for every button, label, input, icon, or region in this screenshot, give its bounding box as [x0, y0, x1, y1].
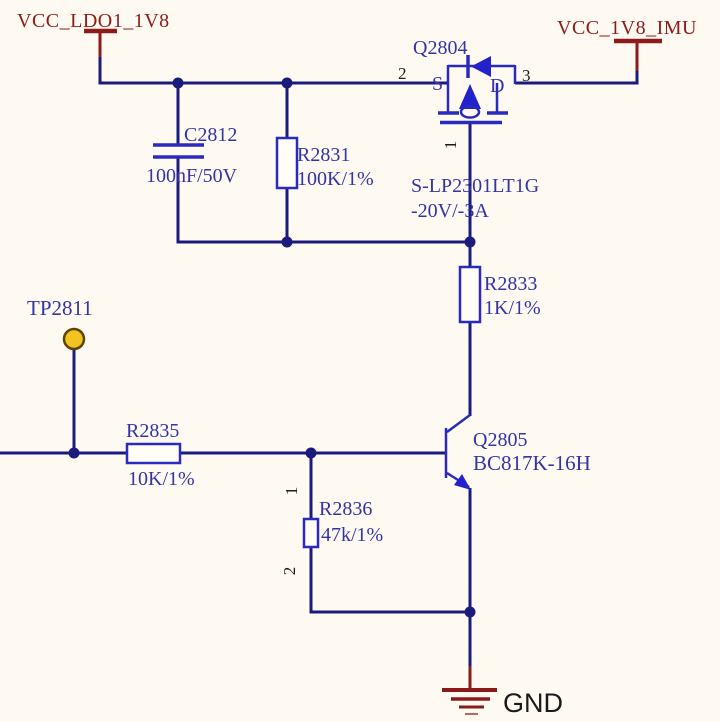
net-label-vcc-1v8-imu: VCC_1V8_IMU — [557, 17, 697, 39]
r2836-pin2-number: 2 — [280, 567, 299, 576]
junction-dot — [172, 77, 184, 89]
q2804-source-label: S — [432, 73, 443, 95]
c2812-value: 100nF/50V — [146, 165, 238, 187]
resistor-r2833: R2833 1K/1% — [458, 265, 541, 324]
transistor-collector-leg — [446, 413, 471, 434]
q2804-drain-label: D — [490, 75, 504, 97]
junction-dot — [281, 77, 293, 89]
q2804-pin3-number: 3 — [522, 66, 531, 85]
junction-dot — [305, 447, 317, 459]
r2831-refdes: R2831 — [297, 144, 350, 166]
ground-symbol: GND — [442, 666, 563, 718]
junction-dot — [464, 606, 476, 618]
r2835-value: 10K/1% — [128, 468, 195, 490]
resistor-body-icon — [302, 517, 320, 549]
r2833-refdes: R2833 — [484, 273, 537, 295]
junction-dots — [68, 77, 476, 618]
testpoint-pad-icon — [62, 327, 86, 351]
wire-net-vcc-in — [98, 57, 448, 85]
net-label-vcc-ldo1-1v8: VCC_LDO1_1V8 — [17, 10, 170, 32]
r2833-value: 1K/1% — [484, 297, 541, 319]
resistor-r2836: 1 2 R2836 47k/1% — [280, 487, 383, 576]
r2836-value: 47k/1% — [321, 524, 383, 546]
wire-net-base — [0, 348, 445, 519]
q2804-pin2-number: 2 — [398, 64, 407, 83]
gnd-label: GND — [503, 688, 563, 718]
transistor-q2805: Q2805 BC817K-16H — [444, 413, 591, 490]
q2804-pin1-number: 1 — [441, 141, 460, 150]
body-diode-icon — [471, 56, 491, 77]
q2804-refdes: Q2804 — [413, 37, 467, 59]
q2805-refdes: Q2805 — [473, 429, 527, 451]
r2836-refdes: R2836 — [319, 498, 372, 520]
substrate-arrow-icon — [459, 84, 481, 109]
wire-net-emitter-gnd — [309, 488, 472, 668]
power-port-vcc-ldo1-1v8: VCC_LDO1_1V8 — [17, 10, 170, 58]
mosfet-bulk-dot-icon — [459, 105, 481, 119]
r2836-pin1-number: 1 — [282, 487, 301, 496]
junction-dot — [464, 236, 476, 248]
q2804-part-number: S-LP2301LT1G — [411, 175, 539, 197]
r2835-refdes: R2835 — [126, 420, 179, 442]
q2804-rating: -20V/-3A — [411, 200, 489, 222]
power-port-vcc-1v8-imu: VCC_1V8_IMU — [557, 17, 697, 71]
resistor-body-icon — [125, 442, 182, 465]
mosfet-q2804: Q2804 S D 2 3 1 S-LP2301LT1G -20V/-3A — [398, 37, 539, 222]
wire-net-vcc-out — [515, 70, 639, 85]
junction-dot — [68, 447, 80, 459]
q2805-part-number: BC817K-16H — [473, 451, 591, 475]
c2812-refdes: C2812 — [184, 124, 237, 146]
r2831-value: 100K/1% — [297, 168, 374, 190]
resistor-r2831: R2831 100K/1% — [275, 83, 374, 190]
tp2811-refdes: TP2811 — [27, 296, 93, 320]
resistor-r2835: R2835 10K/1% — [125, 420, 195, 490]
resistor-body-icon — [458, 265, 482, 324]
emitter-arrow-icon — [454, 474, 471, 490]
resistor-body-icon — [275, 136, 299, 190]
testpoint-tp2811: TP2811 — [27, 296, 93, 351]
capacitor-c2812: C2812 100nF/50V — [146, 83, 238, 187]
junction-dot — [281, 236, 293, 248]
